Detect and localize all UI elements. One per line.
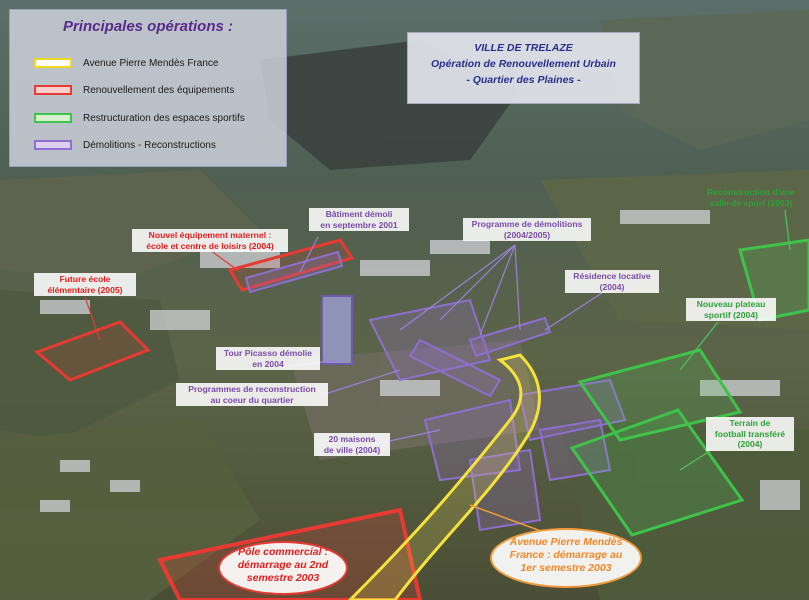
label-future-ecole: Future école élémentaire (2005) bbox=[34, 273, 136, 296]
label-line: (2004) bbox=[737, 439, 763, 449]
label-nouvel-equipement: Nouvel équipement maternel : école et ce… bbox=[132, 229, 288, 252]
legend-title: Principales opérations : bbox=[62, 18, 234, 35]
label-line: démarrage au 2nd bbox=[237, 559, 329, 571]
label-line: en 2004 bbox=[252, 358, 284, 369]
legend-label: Démolitions - Reconstructions bbox=[83, 140, 216, 151]
label-nouveau-plateau: Nouveau plateau sportif (2004) bbox=[686, 298, 776, 321]
label-line: Résidence locative bbox=[573, 271, 651, 281]
label-line: semestre 2003 bbox=[246, 572, 320, 584]
label-tour-picasso: Tour Picasso démolie en 2004 bbox=[216, 347, 320, 370]
label-line: sportif (2004) bbox=[704, 309, 758, 320]
red-swatch bbox=[34, 85, 72, 95]
label-line: de ville (2004) bbox=[323, 444, 381, 455]
label-programmes-reconstruction: Programmes de reconstruction au coeur du… bbox=[176, 383, 328, 406]
green-zones bbox=[569, 238, 809, 537]
label-line: (2004) bbox=[599, 281, 625, 292]
title-line-2: Opération de Renouvellement Urbain bbox=[431, 58, 616, 70]
label-line: 1er semestre 2003 bbox=[520, 562, 612, 574]
purple-leaders bbox=[279, 236, 603, 448]
label-line: Programme de démolitions bbox=[471, 219, 583, 229]
title-line-3: - Quartier des Plaines - bbox=[466, 74, 581, 86]
label-line: Programmes de reconstruction bbox=[188, 384, 316, 394]
label-line: Terrain de bbox=[729, 418, 771, 428]
label-line: en septembre 2001 bbox=[320, 219, 398, 230]
label-residence-locative: Résidence locative (2004) bbox=[565, 270, 659, 293]
title-line-1: VILLE DE TRELAZE bbox=[474, 42, 573, 54]
label-line: Avenue Pierre Mendès bbox=[509, 536, 623, 548]
legend-label: Restructuration des espaces sportifs bbox=[83, 113, 245, 124]
label-reconstruction-salle: Reconstruction d'une salle de sport (200… bbox=[697, 186, 805, 209]
label-pole-commercial: Pôle commercial : démarrage au 2nd semes… bbox=[218, 541, 348, 595]
label-terrain-football: Terrain de football transféré (2004) bbox=[706, 417, 794, 451]
label-line: (2004/2005) bbox=[503, 229, 551, 240]
label-line: football transféré bbox=[714, 428, 786, 439]
green-leaders bbox=[679, 209, 791, 471]
label-line: 20 maisons bbox=[328, 434, 376, 444]
purple-swatch bbox=[34, 140, 72, 150]
legend-panel: Principales opérations : Avenue Pierre M… bbox=[9, 9, 287, 167]
label-line: Tour Picasso démolie bbox=[223, 348, 313, 358]
label-line: Reconstruction d'une bbox=[707, 187, 795, 197]
label-line: au coeur du quartier bbox=[210, 394, 294, 405]
label-line: Nouveau plateau bbox=[696, 299, 766, 309]
green-swatch bbox=[34, 113, 72, 123]
label-line: école et centre de loisirs (2004) bbox=[146, 240, 274, 251]
label-line: Bâtiment démoli bbox=[325, 209, 393, 219]
label-line: Nouvel équipement maternel : bbox=[148, 230, 272, 240]
tour-picasso bbox=[321, 295, 353, 365]
label-line: Pôle commercial : bbox=[238, 546, 328, 558]
buildings bbox=[40, 210, 800, 512]
label-line: élémentaire (2005) bbox=[47, 284, 123, 295]
yellow-avenue bbox=[347, 353, 541, 600]
label-programme-demolitions: Programme de démolitions (2004/2005) bbox=[463, 218, 591, 241]
title-box: VILLE DE TRELAZE Opération de Renouvelle… bbox=[407, 32, 640, 104]
legend-label: Renouvellement des équipements bbox=[83, 85, 235, 96]
label-20-maisons: 20 maisons de ville (2004) bbox=[314, 433, 390, 456]
yellow-swatch bbox=[34, 58, 72, 68]
label-line: salle de sport (2003) bbox=[709, 197, 793, 208]
label-line: France : démarrage au bbox=[509, 549, 623, 561]
label-batiment-demoli: Bâtiment démoli en septembre 2001 bbox=[309, 208, 409, 231]
red-leaders bbox=[84, 249, 241, 341]
legend-label: Avenue Pierre Mendès France bbox=[83, 58, 219, 69]
label-line: Future école bbox=[59, 274, 111, 284]
label-avenue-demarrage: Avenue Pierre Mendès France : démarrage … bbox=[490, 528, 642, 588]
